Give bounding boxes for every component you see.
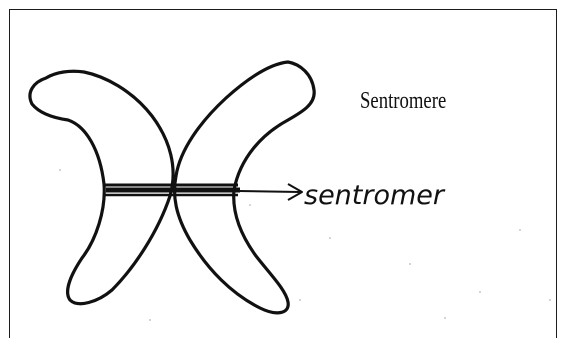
left-chromatid	[30, 71, 173, 303]
pointer-arrow	[238, 184, 302, 200]
printed-label: Sentromere	[360, 88, 446, 115]
handwritten-label: sentromer	[304, 180, 446, 211]
